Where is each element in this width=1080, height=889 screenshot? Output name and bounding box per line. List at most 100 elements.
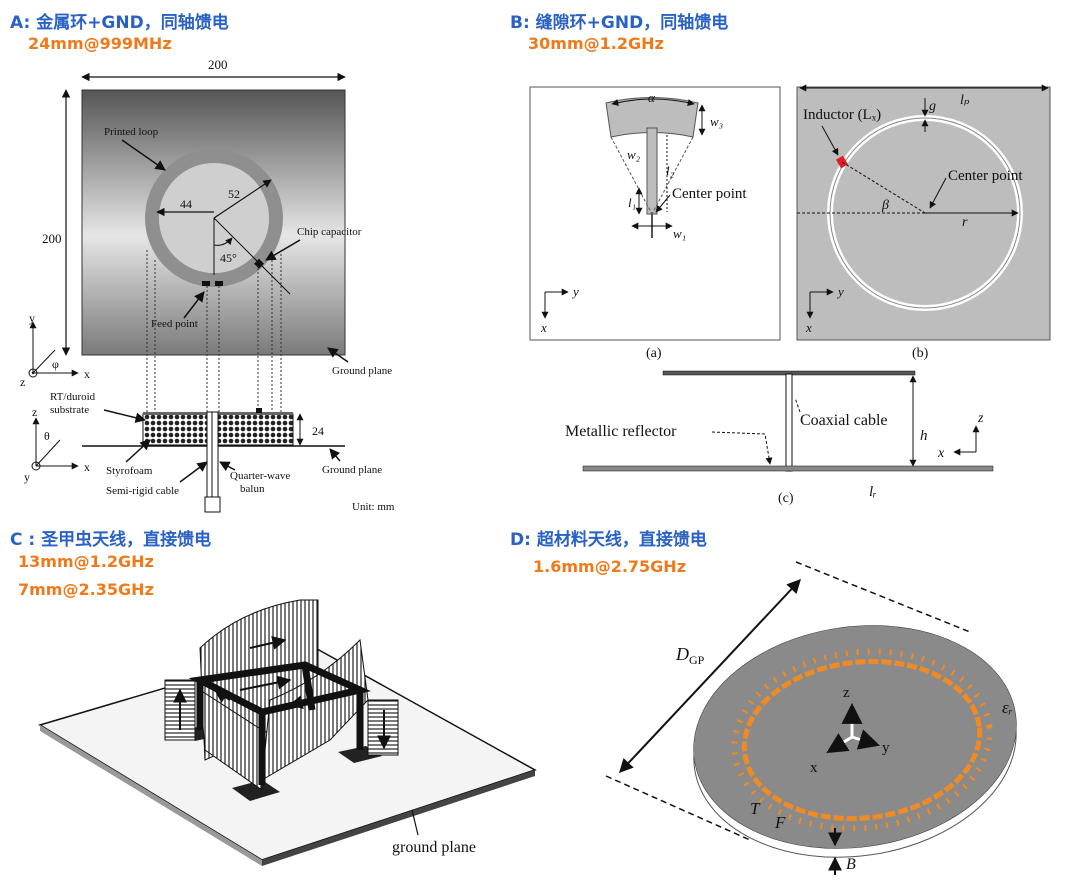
center-point-a-label: Center point [672, 186, 747, 202]
foot-front [232, 780, 280, 801]
feed-point-left [202, 281, 210, 286]
panel-d-spec-1: 1.6mm@2.75GHz [533, 557, 686, 576]
subfig-c-axes: z x [937, 411, 984, 461]
panel-a-title: A: 金属环+GND，同轴馈电 [10, 13, 229, 33]
beta-guide [841, 161, 926, 214]
b-label: B [846, 856, 856, 873]
panel-d-title: D: 超材料天线，直接馈电 [510, 530, 707, 550]
angle-arc [213, 237, 233, 246]
center-point-b-label: Center point [948, 168, 1023, 184]
panel-c-figure: ground plane [38, 599, 537, 866]
chip-capacitor-pointer [265, 239, 301, 261]
radius-outer-label: 52 [228, 187, 240, 201]
side-axis-y-label: y [24, 470, 30, 484]
axis-z-label-d: z [843, 685, 850, 701]
current-arrow-arm [249, 635, 287, 650]
subfig-c-axis-x: x [937, 446, 945, 461]
quarter-wave-pointer [219, 461, 236, 472]
axis-x-label-d: x [810, 760, 818, 776]
feed-point-pointer [183, 291, 205, 319]
w1-label: w₁ [673, 226, 686, 241]
height-dimension-label: 200 [42, 231, 62, 246]
reflector-pointer [711, 431, 773, 465]
panel-a-axes-top: y z x φ [20, 311, 90, 389]
h-label: h [920, 428, 928, 444]
width-dimension-label: 200 [208, 57, 228, 72]
lr-label: lᵣ [869, 484, 877, 500]
panel-c-spec-1: 13mm@1.2GHz [18, 552, 154, 571]
metallic-reflector [582, 465, 994, 472]
angle-label: 45° [220, 251, 237, 265]
caption-b: (b) [912, 346, 929, 361]
quarter-wave-label-line-1: Quarter-wave [230, 470, 290, 482]
printed-loop-ring [145, 149, 283, 287]
coax-pointer [794, 397, 801, 413]
printed-loop-label: Printed loop [104, 126, 159, 138]
styrofoam-label: Styrofoam [106, 465, 153, 477]
side-axis-z-label: z [32, 405, 37, 419]
panel-b-spec-1: 30mm@1.2GHz [528, 34, 664, 53]
side-axis-x-label: x [84, 460, 90, 474]
panel-c-title: C : 圣甲虫天线，直接馈电 [10, 530, 212, 550]
w3-label: w₃ [710, 114, 723, 129]
dgp-label: DGP [675, 644, 705, 667]
axis-y-label-d: y [882, 740, 890, 756]
feed-point-label: Feed point [151, 318, 198, 330]
subfig-c-axis-z: z [977, 411, 984, 426]
board-edge-left [40, 725, 262, 866]
antenna-frame [188, 661, 371, 785]
panel-d-figure: DGP εᵣ z y x T F B [605, 561, 1017, 875]
feed-strip [646, 127, 658, 215]
axis-x-label: x [84, 367, 90, 381]
semi-rigid-pointer [179, 461, 208, 483]
inductor-pointer [821, 125, 839, 156]
axis-z-label: z [20, 375, 25, 389]
chip-capacitor-mark [254, 258, 264, 269]
diagonal-axis-line [213, 217, 291, 295]
coaxial-cable [785, 373, 793, 472]
axis-y-label: y [29, 311, 35, 325]
center-point-b-pointer [929, 177, 947, 209]
current-arrow-top-2 [288, 694, 336, 710]
alpha-arc [611, 98, 695, 106]
subfig-b-axis-y: y [836, 284, 844, 299]
current-arrow-inner [213, 689, 231, 703]
quarter-wave-label-line-2: balun [240, 483, 265, 495]
chip-capacitor-label: Chip capacitor [297, 226, 362, 238]
styrofoam-pointer [125, 439, 151, 463]
panel-b-title: B: 缝隙环+GND，同轴馈电 [510, 13, 729, 33]
substrate-pointer [103, 409, 147, 423]
axis-phi-label: φ [52, 357, 59, 371]
current-arrow-top-1 [239, 675, 292, 691]
t-label: T [750, 799, 761, 818]
ground-plane-label: ground plane [392, 839, 476, 856]
epsilon-label: εᵣ [1002, 698, 1013, 717]
dashed-guide-left [610, 136, 653, 215]
dashed-guide-right [651, 136, 694, 215]
printed-loop-pointer [121, 139, 166, 171]
dgp-dimension-line [619, 578, 801, 774]
metallic-reflector-label: Metallic reflector [565, 423, 677, 440]
radius-outer-line [213, 179, 272, 219]
substrate-label-line-2: substrate [50, 404, 89, 416]
feed-point-right [215, 281, 223, 286]
beta-label: β [881, 198, 889, 213]
l1-label: l₁ [628, 195, 636, 210]
subfig-b-axes: y x [805, 284, 844, 335]
f-label: F [774, 813, 786, 832]
subfig-a-axis-y: y [571, 284, 579, 299]
axis-theta-label: θ [44, 429, 50, 443]
inductor-label: Inductor (Lₓ) [803, 107, 881, 123]
side-capacitor [256, 408, 262, 413]
panel-a-figure: 200 200 Printed loop 52 44 45° Chip capa… [20, 57, 395, 513]
ground-plane-pointer [411, 809, 419, 836]
ground-plane-top-pointer [327, 347, 349, 363]
projection-lines [146, 250, 282, 412]
thickness-label: 24 [312, 424, 324, 438]
dgp-guide-bottom [605, 775, 751, 841]
panel-c-spec-2: 7mm@2.35GHz [18, 580, 154, 599]
ground-plane-side-pointer [329, 448, 341, 462]
center-point-a-pointer [655, 194, 671, 213]
lp-label: lₚ [960, 93, 970, 108]
g-label: g [929, 99, 936, 114]
